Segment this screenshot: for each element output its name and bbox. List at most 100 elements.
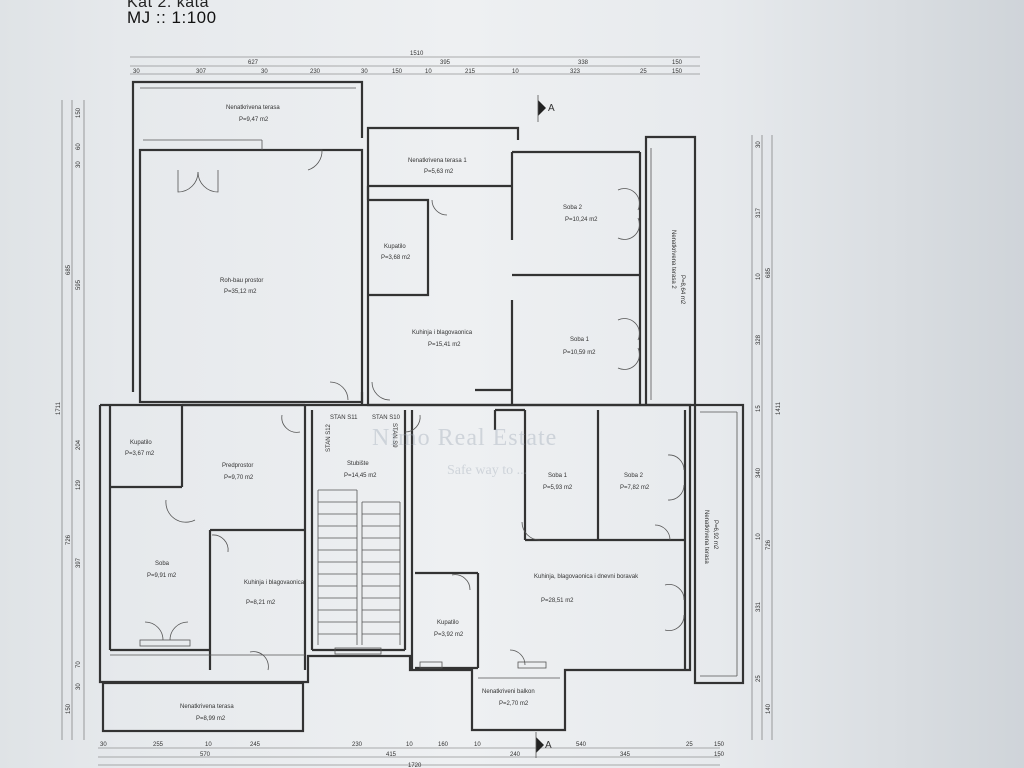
room-kuhinja-right-area: P=28,51 m2 <box>541 598 574 604</box>
dim-b1-8: 540 <box>576 742 587 748</box>
dim-t2-11: 150 <box>672 69 683 75</box>
room-soba2-top-area: P=10,24 m2 <box>565 217 598 223</box>
dim-l-2: 60 <box>76 143 82 150</box>
room-kupatilo-top-area: P=3,68 m2 <box>381 255 411 261</box>
dim-r-7: 331 <box>756 601 762 612</box>
room-kuhinja-top-area: P=15,41 m2 <box>428 342 461 348</box>
room-soba2-top-name: Soba 2 <box>563 205 583 211</box>
dim-bottom-total: 1720 <box>408 763 422 768</box>
dim-b1-7: 10 <box>474 742 481 748</box>
dim-l-0: 150 <box>76 107 82 118</box>
room-terasa-right-area: P=6,92 m2 <box>712 520 718 550</box>
dim-b2-3: 345 <box>620 752 631 758</box>
room-rohbau-name: Roh-bau prostor <box>220 278 263 284</box>
dim-r-12: 140 <box>766 703 772 714</box>
room-terasa2-name: Nenatkrivena terasa 2 <box>670 230 676 289</box>
dim-top-b: 395 <box>440 60 451 66</box>
dim-t2-4: 30 <box>361 69 368 75</box>
dim-r-6: 10 <box>756 533 762 540</box>
room-kuhinja-right-name: Kuhinja, blagovaonica i dnevni boravak <box>534 574 639 580</box>
dim-t2-0: 30 <box>133 69 140 75</box>
dim-b2-2: 240 <box>510 752 521 758</box>
room-terasa2-area: P=8,64 m2 <box>679 275 685 305</box>
dim-top-c: 338 <box>578 60 589 66</box>
room-soba1-right-name: Soba 1 <box>548 473 568 479</box>
dim-b1-9: 25 <box>686 742 693 748</box>
stan-s10-label: STAN S10 <box>372 415 401 421</box>
section-label-bottom: A <box>545 740 552 751</box>
room-soba-left-name: Soba <box>155 561 170 567</box>
staircase <box>317 489 401 645</box>
dim-b1-4: 230 <box>352 742 363 748</box>
stan-s11-label: STAN S11 <box>330 415 358 421</box>
dim-t2-5: 150 <box>392 69 403 75</box>
walls <box>98 80 745 733</box>
dim-b1-5: 10 <box>406 742 413 748</box>
room-terasa-right-name: Nenatkrivena terasa <box>703 510 709 564</box>
dim-l-7: 129 <box>76 479 82 490</box>
room-soba2-right-area: P=7,82 m2 <box>620 485 650 491</box>
dim-r-0: 30 <box>756 141 762 148</box>
dim-r-2: 10 <box>756 273 762 280</box>
section-arrow-bottom <box>536 737 544 753</box>
dim-r-11: 726 <box>766 539 772 550</box>
dim-t2-10: 25 <box>640 69 647 75</box>
dim-l-1: 30 <box>76 161 82 168</box>
side-dimensions: 150 30 60 685 595 1711 204 129 397 726 7… <box>56 100 782 740</box>
dim-l-5: 1711 <box>56 401 62 415</box>
room-stubiste-area: P=14,45 m2 <box>344 473 377 479</box>
dim-b2-0: 570 <box>200 752 211 758</box>
room-soba1-right-area: P=5,93 m2 <box>543 485 573 491</box>
section-label-top: A <box>548 103 555 114</box>
dim-l-12: 150 <box>66 703 72 714</box>
dim-b1-2: 10 <box>205 742 212 748</box>
room-terasa-top-area: P=9,47 m2 <box>239 117 269 123</box>
dim-b2-1: 415 <box>386 752 397 758</box>
dim-t2-3: 230 <box>310 69 321 75</box>
room-kuhinja-left-name: Kuhinja i blagovaonica <box>244 580 305 586</box>
dim-top-a: 627 <box>248 60 259 66</box>
room-labels: Nenatkrivena terasa P=9,47 m2 Nenatkrive… <box>125 105 718 722</box>
dim-l-3: 685 <box>66 264 72 275</box>
dim-l-11: 30 <box>76 683 82 690</box>
room-soba1-top-area: P=10,59 m2 <box>563 350 596 356</box>
room-rohbau-area: P=35,12 m2 <box>224 289 257 295</box>
room-terasa-top-name: Nenatkrivena terasa <box>226 105 280 111</box>
room-kuhinja-top-name: Kuhinja i blagovaonica <box>412 330 473 336</box>
section-arrow-top <box>538 100 546 116</box>
dim-b1-3: 245 <box>250 742 261 748</box>
room-predprostor-name: Predprostor <box>222 463 253 469</box>
dim-t2-9: 323 <box>570 69 581 75</box>
dim-l-10: 70 <box>76 661 82 668</box>
watermark-logo: Nimo Real Estate <box>372 425 558 451</box>
dim-r-1: 317 <box>756 207 762 218</box>
dim-t2-7: 215 <box>465 69 476 75</box>
dim-b1-10: 150 <box>714 742 725 748</box>
dim-top-total: 1510 <box>410 51 424 57</box>
dim-t2-8: 10 <box>512 69 519 75</box>
dim-b2-4: 150 <box>714 752 725 758</box>
watermark-tagline: Safe way to ... <box>447 463 528 478</box>
dim-t2-6: 10 <box>425 69 432 75</box>
dim-r-3: 328 <box>756 334 762 345</box>
room-terasa-bottom-name: Nenatkrivena terasa <box>180 704 234 710</box>
dim-r-9: 1411 <box>776 401 782 415</box>
dim-top-d: 150 <box>672 60 683 66</box>
room-predprostor-area: P=9,70 m2 <box>224 475 254 481</box>
dim-r-5: 340 <box>756 467 762 478</box>
room-soba-left-area: P=9,91 m2 <box>147 573 177 579</box>
room-soba1-top-name: Soba 1 <box>570 337 590 343</box>
top-dimensions: 1510 627 395 338 150 30 307 30 230 30 15… <box>130 51 700 75</box>
room-kupatilo-right-area: P=3,92 m2 <box>434 632 464 638</box>
room-balkon-name: Nenatkriveni balkon <box>482 689 535 695</box>
room-soba2-right-name: Soba 2 <box>624 473 644 479</box>
dim-l-6: 204 <box>76 439 82 450</box>
door-swings <box>139 149 685 671</box>
section-markers: A A <box>535 95 555 758</box>
dim-r-4: 15 <box>756 405 762 412</box>
room-stubiste-name: Stubište <box>347 461 369 467</box>
dim-r-8: 25 <box>756 675 762 682</box>
room-kupatilo-left-name: Kupatilo <box>130 440 152 446</box>
dim-l-9: 726 <box>66 534 72 545</box>
dim-b1-6: 160 <box>438 742 449 748</box>
